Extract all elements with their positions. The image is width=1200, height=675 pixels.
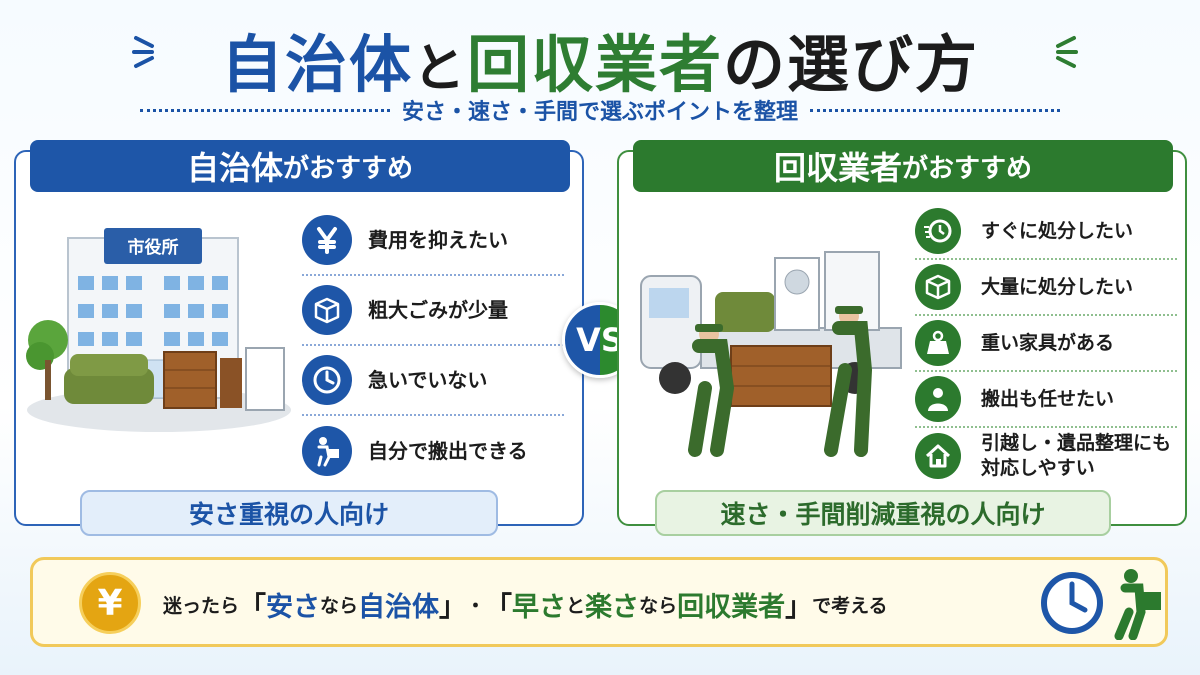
city-hall-illustration: 市役所 — [26, 228, 291, 432]
item-label: 搬出も任せたい — [981, 387, 1115, 410]
fast-clock-icon — [915, 208, 961, 254]
heading-suffix: がおすすめ — [902, 153, 1033, 184]
item-label: 費用を抑えたい — [368, 228, 508, 252]
worker-icon — [915, 376, 961, 422]
sparkle-right-icon — [1056, 36, 1078, 68]
summary-sep: ・ — [466, 594, 486, 617]
item-label-line2: 対応しやすい — [981, 457, 1095, 479]
summary-municipality: 自治体 — [358, 591, 440, 623]
summary-nara: なら — [639, 594, 678, 617]
summary-banner: ¥ 迷ったら「安さなら自治体」・「早さと楽さなら回収業者」で考える — [30, 557, 1168, 647]
subtitle-row: 安さ・速さ・手間で選ぶポイントを整理 — [140, 96, 1061, 125]
boxes-icon — [915, 264, 961, 310]
list-item: 引越し・遺品整理にも対応しやすい — [915, 428, 1177, 484]
heading-main: 回収業者 — [773, 149, 902, 187]
municipality-heading: 自治体がおすすめ — [30, 140, 570, 192]
collector-list: すぐに処分したい 大量に処分したい 重い家具がある 搬出も任せたい 引越し・遺品… — [915, 204, 1177, 484]
summary-tail: で考える — [812, 594, 888, 617]
summary-nara: なら — [320, 594, 359, 617]
list-item: すぐに処分したい — [915, 204, 1177, 260]
title-collector: 回収業者 — [467, 28, 724, 101]
clock-icon — [302, 355, 352, 405]
divider — [140, 108, 390, 112]
collector-heading: 回収業者がおすすめ — [633, 140, 1173, 192]
municipality-panel: 自治体がおすすめ 市役所 費用を抑えたい — [14, 140, 584, 536]
item-label: 引越し・遺品整理にも対応しやすい — [981, 431, 1171, 480]
weight-icon — [915, 320, 961, 366]
summary-lead: 迷ったら — [163, 594, 240, 617]
yen-icon — [302, 215, 352, 265]
delivery-worker-icon — [1114, 569, 1161, 640]
page-title: 自治体と回収業者の選び方 — [0, 14, 1200, 104]
subtitle: 安さ・速さ・手間で選ぶポイントを整理 — [402, 100, 799, 125]
divider — [810, 108, 1061, 112]
summary-bracket: 「 — [239, 591, 267, 623]
summary-cheap: 安さ — [266, 591, 321, 623]
summary-collector: 回収業者 — [677, 591, 786, 623]
list-item: 重い家具がある — [915, 316, 1177, 372]
city-hall-sign: 市役所 — [128, 237, 179, 258]
summary-easy: 楽さ — [585, 591, 640, 623]
list-item: 大量に処分したい — [915, 260, 1177, 316]
truck-workers-illustration — [640, 251, 902, 457]
title-municipality: 自治体 — [220, 28, 413, 101]
summary-to: と — [566, 594, 586, 617]
item-label: 重い家具がある — [981, 331, 1115, 354]
summary-bracket: 」 — [439, 591, 467, 623]
list-item: 自分で搬出できる — [302, 416, 564, 486]
collector-footer: 速さ・手間削減重視の人向け — [655, 490, 1111, 536]
collector-panel: 回収業者がおすすめ すぐに処分したい 大量に処分したい — [617, 140, 1187, 536]
house-icon — [915, 433, 961, 479]
item-label: すぐに処分したい — [981, 219, 1134, 242]
person-carry-icon — [302, 426, 352, 476]
heading-main: 自治体 — [186, 149, 283, 187]
yen-coin-icon: ¥ — [79, 572, 141, 634]
item-label: 粗大ごみが少量 — [368, 298, 508, 322]
summary-bracket: 「 — [485, 591, 513, 623]
title-to: と — [412, 39, 467, 99]
sparkle-left-icon — [132, 36, 154, 68]
summary-bracket: 」 — [785, 591, 813, 623]
heading-suffix: がおすすめ — [283, 153, 414, 184]
item-label: 大量に処分したい — [981, 275, 1134, 298]
list-item: 急いでいない — [302, 346, 564, 416]
item-label: 急いでいない — [368, 368, 488, 392]
municipality-footer: 安さ重視の人向け — [80, 490, 498, 536]
summary-fast: 早さ — [512, 591, 567, 623]
clock-icon — [1041, 572, 1103, 634]
list-item: 粗大ごみが少量 — [302, 276, 564, 346]
item-label: 自分で搬出できる — [368, 439, 528, 463]
municipality-list: 費用を抑えたい 粗大ごみが少量 急いでいない 自分で搬出できる — [302, 206, 564, 486]
item-label-line1: 引越し・遺品整理にも — [981, 432, 1172, 455]
list-item: 搬出も任せたい — [915, 372, 1177, 428]
title-howto: の選び方 — [723, 28, 980, 101]
summary-text: 迷ったら「安さなら自治体」・「早さと楽さなら回収業者」で考える — [163, 580, 1043, 628]
box-icon — [302, 285, 352, 335]
list-item: 費用を抑えたい — [302, 206, 564, 276]
